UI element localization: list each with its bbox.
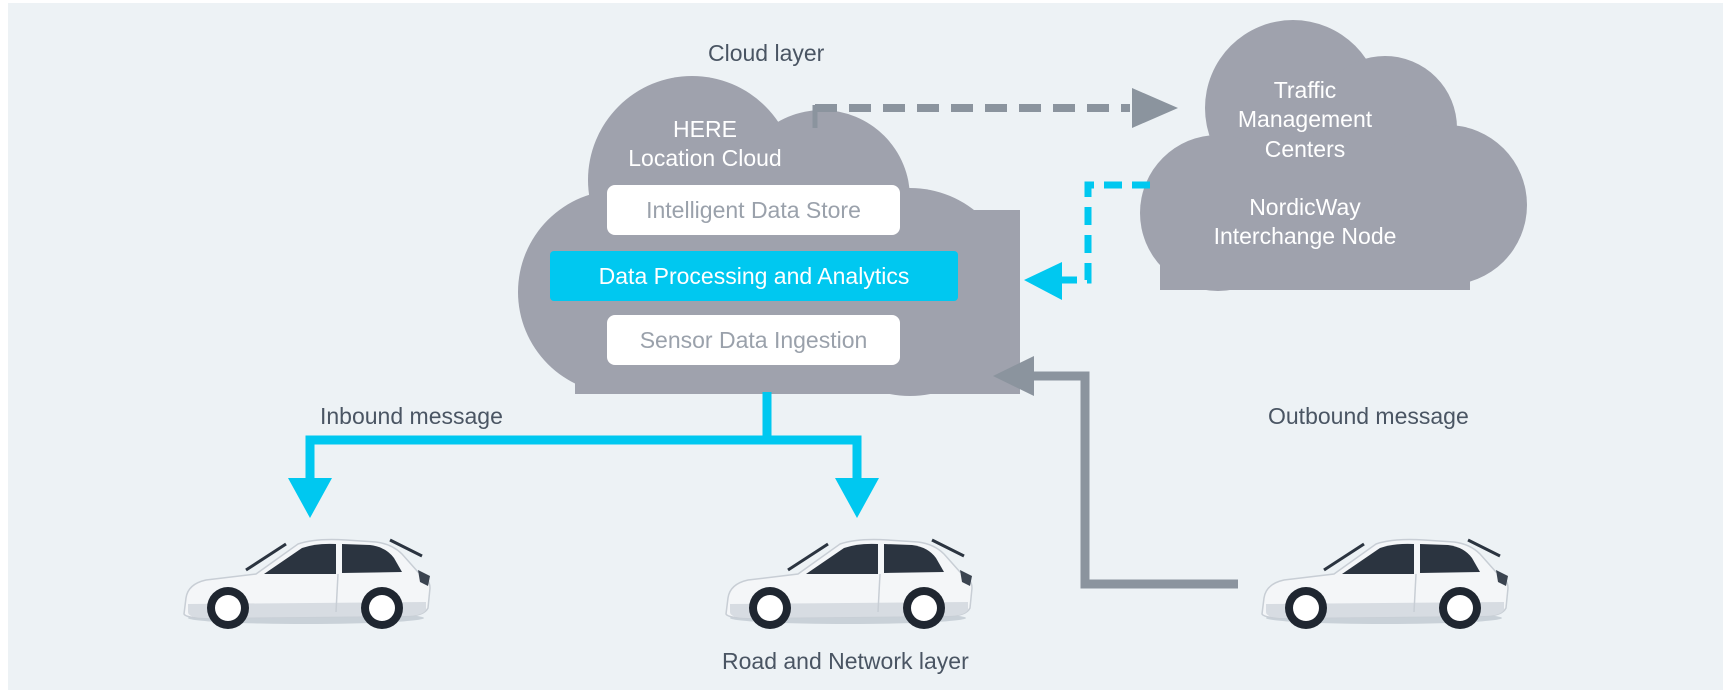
nordicway-interchange-text: NordicWay Interchange Node <box>1180 193 1430 252</box>
sensor-data-ingestion-box: Sensor Data Ingestion <box>607 315 900 365</box>
traffic-management-cloud-shape <box>1140 20 1527 291</box>
data-processing-analytics-box: Data Processing and Analytics <box>550 251 958 301</box>
tmc-line3: Centers <box>1264 135 1346 162</box>
road-network-layer-label: Road and Network layer <box>722 648 969 674</box>
dashed-arrow-from-interchange-head <box>1024 262 1062 300</box>
inbound-message-label: Inbound message <box>320 403 503 429</box>
inbound-arrow-head-left <box>288 478 332 518</box>
traffic-management-centers-text: Traffic Management Centers <box>1200 76 1410 164</box>
here-cloud-title: HERE Location Cloud <box>595 115 815 174</box>
here-cloud-title-line2: Location Cloud <box>628 145 782 172</box>
tmc-line2: Management <box>1237 106 1373 133</box>
inbound-arrow-head-right <box>835 478 879 518</box>
outbound-message-arrow <box>993 356 1238 589</box>
nordicway-line2: Interchange Node <box>1213 223 1397 250</box>
inbound-message-arrows <box>305 392 862 482</box>
dashed-arrow-to-traffic-centers <box>812 88 1178 128</box>
dashed-arrow-from-interchange <box>1060 181 1150 284</box>
here-cloud-title-line1: HERE <box>673 116 737 142</box>
nordicway-line1: NordicWay <box>1249 194 1361 220</box>
tmc-line1: Traffic <box>1273 77 1337 103</box>
intelligent-data-store-box: Intelligent Data Store <box>607 185 900 235</box>
cloud-layer-label: Cloud layer <box>708 40 825 66</box>
outbound-message-label: Outbound message <box>1268 403 1469 429</box>
